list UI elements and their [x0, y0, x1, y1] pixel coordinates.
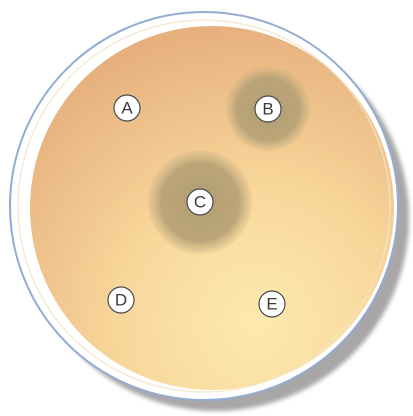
disk-a-label: A [121, 99, 133, 118]
disk-c-label: C [194, 193, 206, 212]
disk-a: A [114, 95, 140, 121]
disk-b-label: B [262, 100, 273, 119]
disk-b: B [255, 96, 281, 122]
disk-c: C [187, 189, 213, 215]
disk-e: E [259, 291, 285, 317]
disk-d-label: D [115, 291, 127, 310]
disk-e-label: E [266, 295, 277, 314]
disk-d: D [108, 287, 134, 313]
